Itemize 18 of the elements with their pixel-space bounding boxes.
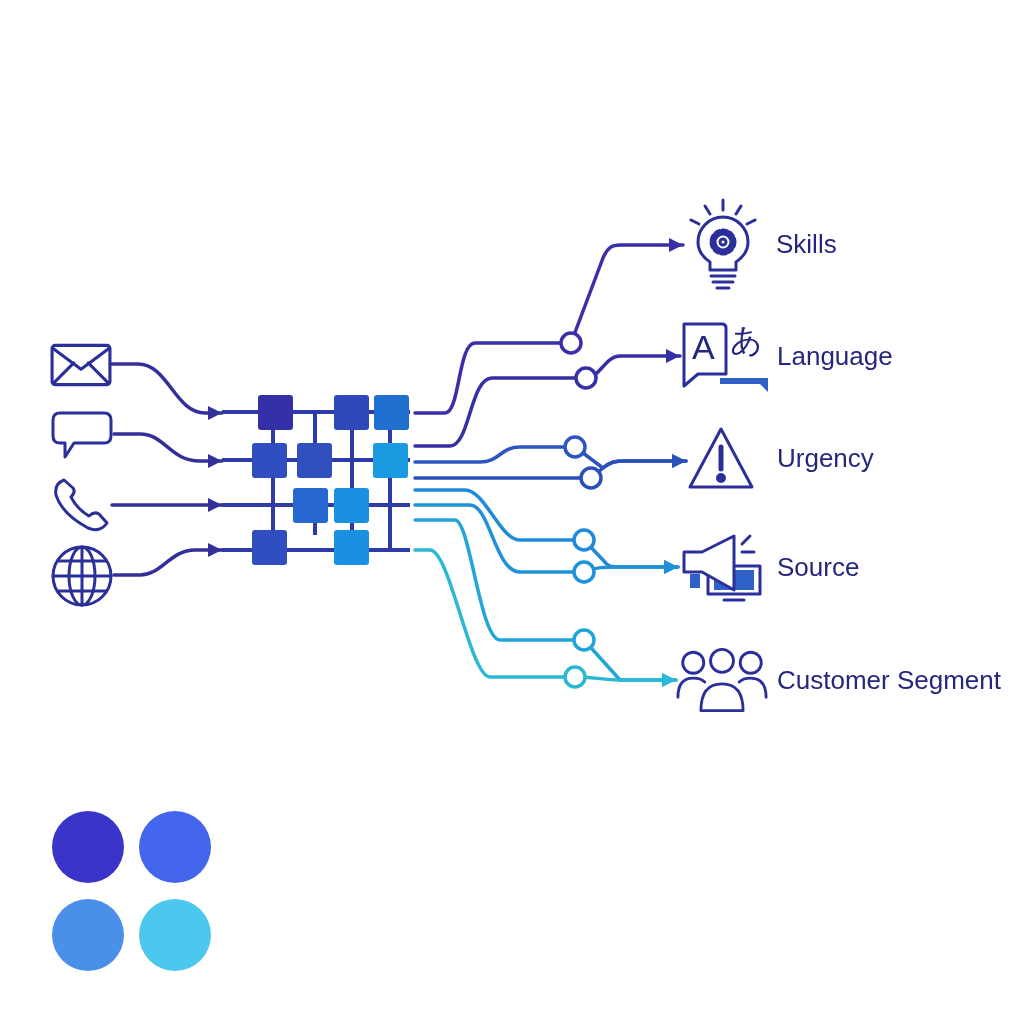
arrow [413,548,678,687]
icon-glyph: あ [730,324,763,356]
globe-icon [50,544,114,608]
envelope-icon [50,343,112,387]
arrow [112,543,224,577]
category-label: Skills [776,229,837,259]
arrow [110,362,224,420]
arrow [413,503,680,574]
category-label: Urgency [777,443,874,473]
category-label: Language [777,341,893,371]
arrow [112,432,224,468]
category-label: Source [777,552,860,582]
arrow [413,454,688,480]
arrow [413,349,682,448]
arrow [413,238,685,415]
category-label: Customer Segment [777,665,1001,695]
arrow [110,498,224,512]
icon-glyph: A [692,330,715,364]
